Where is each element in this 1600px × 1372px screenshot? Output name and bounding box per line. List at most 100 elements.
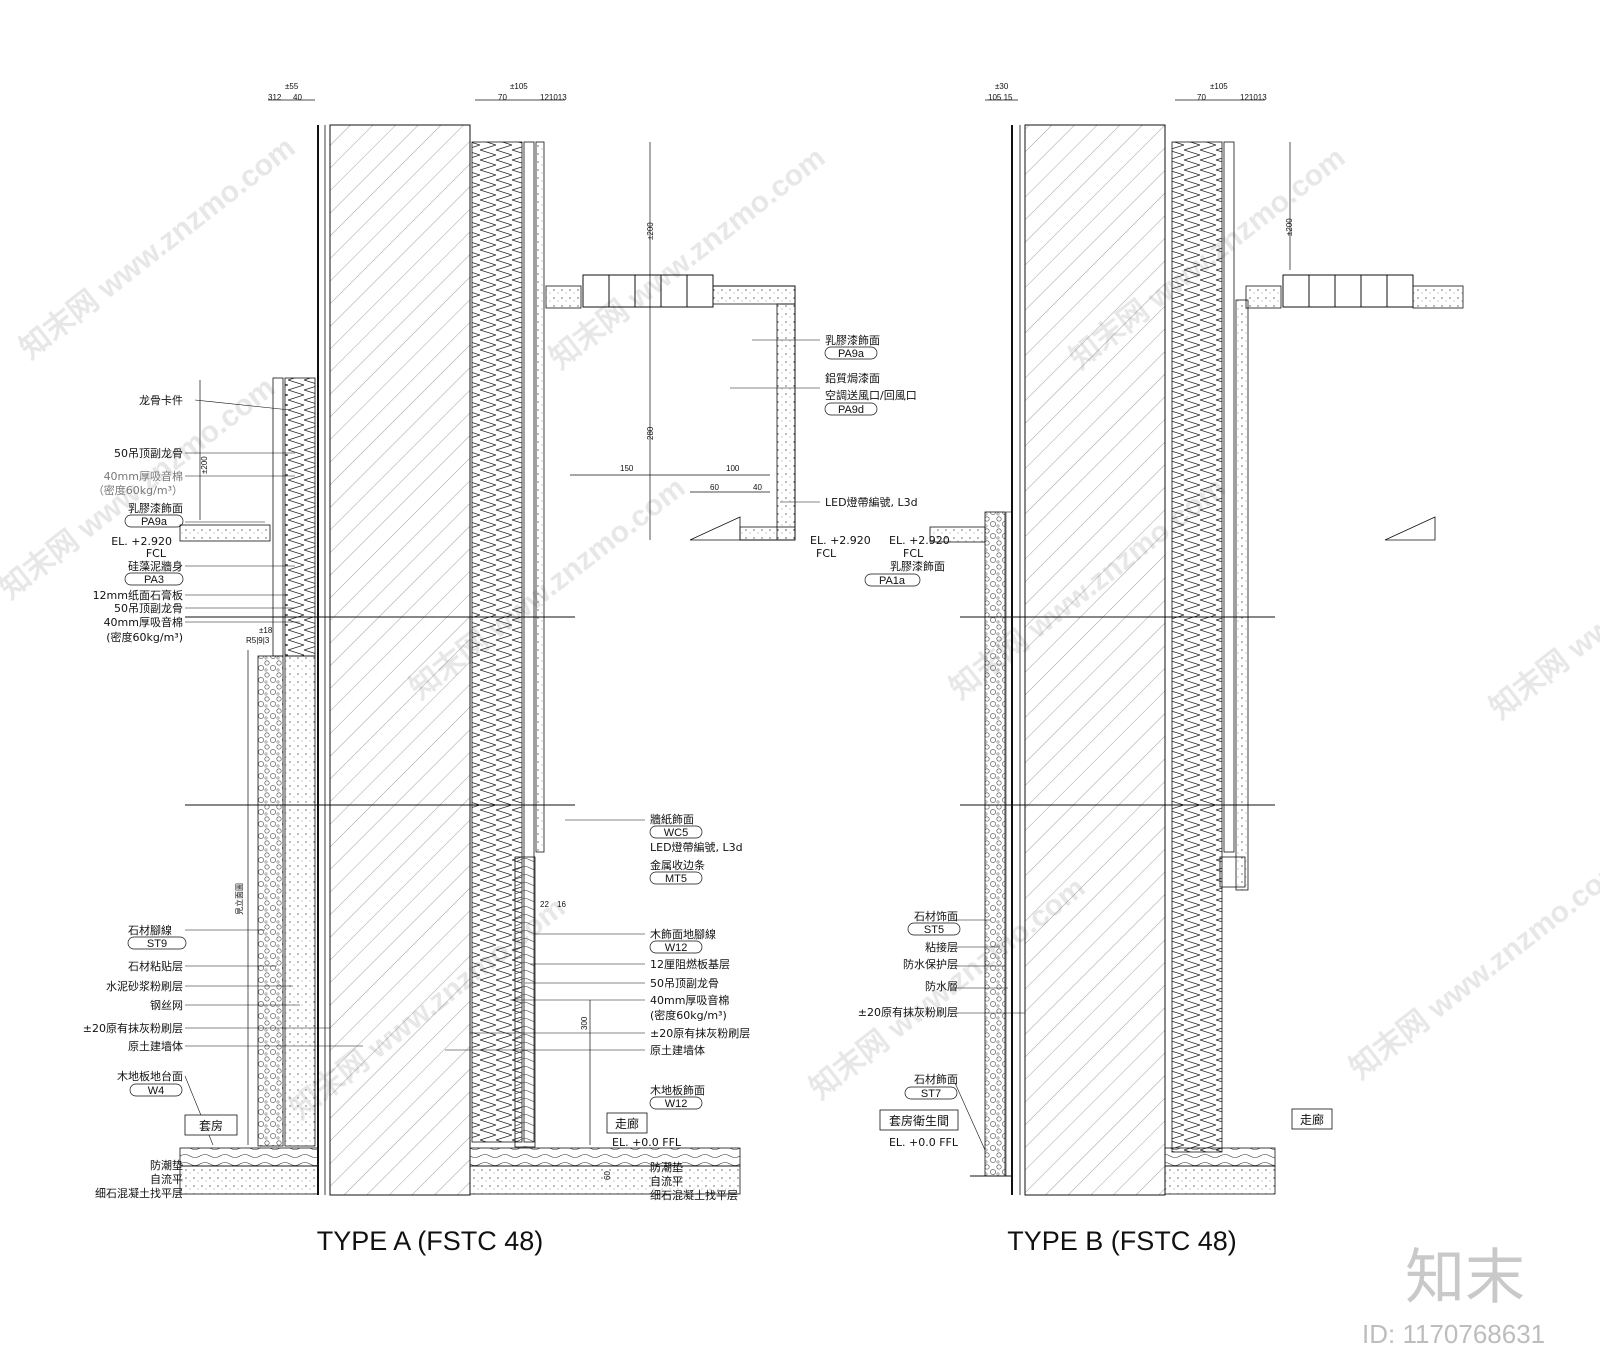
wood-skirting-a: [514, 856, 536, 1148]
stone-wall-a-left: [257, 655, 284, 1147]
structural-wall-a: [329, 124, 471, 1196]
dim-60b: 60: [603, 1171, 612, 1180]
room-suite-bath: 套房衛生間: [889, 1113, 949, 1128]
dim-100: 100: [726, 464, 740, 473]
label-a-r-5: LED燈帶編號, L3d: [825, 495, 918, 509]
dim-b-right-sub2: 121013: [1240, 93, 1267, 102]
labels-type-b-left: EL. +2.920 FCL 乳膠漆飾面 PA1a 石材饰面 ST5 粘接层 防…: [858, 534, 961, 1149]
label-a-l-16: 石材粘贴层: [128, 959, 183, 973]
duct-vent-b: [1282, 274, 1414, 308]
label-a-r-20: 原土建墙体: [650, 1043, 705, 1057]
dim-200b: ±200: [200, 456, 209, 474]
label-a-l-0: 龙骨卡件: [139, 394, 183, 407]
label-b-l-3: PA1a: [879, 575, 906, 587]
watermark-text: 知末网 www.znzmo.com: [1344, 851, 1600, 1086]
dim-200c: ±200: [1285, 218, 1294, 236]
label-a-r-14: W12: [665, 942, 688, 954]
dim-200a: ±200: [646, 222, 655, 240]
dimension-texts: ±55 312 40 ±105 70 121013 ±30 105 15 ±10…: [200, 82, 1294, 1180]
drywall-a-left: [272, 377, 284, 657]
label-a-l-10: 12mm纸面石膏板: [93, 588, 183, 602]
dim-a-left: ±55: [285, 82, 299, 91]
dim-a-right-sub1: 70: [498, 93, 507, 102]
label-a-l-25: 细石混凝土找平层: [95, 1186, 183, 1200]
labels-type-a-left: 龙骨卡件 50吊顶副龙骨 40mm厚吸音棉 （密度60kg/m³） 乳膠漆飾面 …: [83, 394, 187, 1200]
label-a-r-2: 鋁質焗漆面: [825, 371, 880, 385]
dim-r5: R5|9|3: [246, 636, 270, 645]
title-type-b: TYPE B (FSTC 48): [1007, 1226, 1237, 1256]
label-a-r-15: 12厘阻燃板基层: [650, 957, 730, 971]
label-b-l-8: 防水層: [925, 979, 958, 993]
label-a-r-23: EL. +0.0 FFL: [612, 1136, 682, 1149]
label-a-r-19: ±20原有抹灰粉刷层: [650, 1026, 750, 1040]
insulation-a-left: [284, 377, 316, 657]
label-a-r-18: (密度60kg/m³): [650, 1008, 727, 1022]
dim-280: 280: [646, 426, 655, 440]
label-b-l-6: 粘接层: [925, 940, 958, 954]
insulation-b-right: [1171, 141, 1223, 1153]
dim-b-right: ±105: [1210, 82, 1228, 91]
label-b-l-10: 石材飾面: [914, 1072, 958, 1086]
dim-300: 300: [580, 1016, 589, 1030]
dim-60: 60: [710, 483, 719, 492]
structural-wall-b: [1024, 124, 1166, 1196]
watermark-text: 知末网 www.znzmo.com: [14, 131, 301, 366]
label-a-l-11: 50吊顶副龙骨: [114, 602, 183, 615]
label-a-r-6: EL. +2.920: [810, 534, 871, 547]
label-a-r-26: 细石混凝土找平层: [650, 1188, 738, 1202]
ceiling-a-right: [545, 285, 582, 309]
ref-elevation: 見立面圖: [234, 883, 244, 915]
room-corridor-b: 走廊: [1300, 1112, 1324, 1127]
label-a-l-15: ST9: [147, 938, 167, 950]
dim-a-right: ±105: [510, 82, 528, 91]
label-a-l-4: 乳膠漆飾面: [128, 502, 183, 515]
label-a-l-7: FCL: [146, 547, 167, 560]
label-b-l-9: ±20原有抹灰粉刷层: [858, 1005, 958, 1019]
label-a-r-11: 金属收边条: [650, 858, 705, 872]
dim-a-left-sub1: 312: [268, 93, 282, 102]
label-a-r-16: 50吊顶副龙骨: [650, 977, 719, 990]
label-a-r-17: 40mm厚吸音棉: [650, 993, 729, 1007]
label-b-l-11: ST7: [921, 1088, 941, 1100]
brand-logo: 知末: [1405, 1243, 1525, 1313]
label-a-l-24: 自流平: [150, 1172, 183, 1186]
label-b-l-0: EL. +2.920: [889, 534, 950, 547]
room-tags: 套房 走廊 套房衛生間 走廊: [184, 1108, 1333, 1136]
dim-16: 16: [557, 900, 566, 909]
label-a-l-5: PA9a: [141, 516, 168, 528]
label-a-l-3: （密度60kg/m³）: [93, 483, 183, 497]
dim-b-left: ±30: [995, 82, 1009, 91]
ceiling-b-right: [1245, 285, 1282, 309]
label-a-l-17: 水泥砂浆粉刷层: [106, 979, 183, 993]
label-a-l-12: 40mm厚吸音棉: [104, 615, 183, 629]
title-type-a: TYPE A (FSTC 48): [317, 1226, 544, 1256]
label-a-l-2: 40mm厚吸音棉: [104, 469, 183, 483]
label-a-l-1: 50吊顶副龙骨: [114, 447, 183, 460]
label-b-l-5: ST5: [924, 924, 944, 936]
label-a-l-9: PA3: [144, 574, 164, 586]
label-a-l-19: ±20原有抹灰粉刷层: [83, 1021, 183, 1035]
dim-a-left-sub2: 40: [293, 93, 302, 102]
label-a-l-13: (密度60kg/m³): [106, 630, 183, 644]
dim-a-right-sub2: 121013: [540, 93, 567, 102]
label-a-r-9: WC5: [664, 827, 688, 839]
watermark-layer: 知末网 www.znzmo.com 知末网 www.znzmo.com 知末网 …: [0, 131, 1600, 1126]
label-a-r-4: PA9d: [838, 404, 864, 416]
label-a-r-21: 木地板飾面: [650, 1083, 705, 1097]
floor-right-b: [1164, 1147, 1276, 1167]
label-b-l-4: 石材饰面: [914, 909, 958, 923]
label-a-r-0: 乳膠漆飾面: [825, 334, 880, 347]
dim-18: ±18: [259, 626, 273, 635]
type-b-section: [929, 99, 1464, 1196]
label-a-r-1: PA9a: [838, 348, 865, 360]
label-a-r-8: 牆紙飾面: [650, 812, 694, 826]
label-a-l-18: 钢丝网: [150, 999, 183, 1012]
label-b-l-12: EL. +0.0 FFL: [889, 1136, 959, 1149]
brand-id: ID: 1170768631: [1362, 1319, 1545, 1349]
type-a-section: [179, 99, 796, 1196]
labels-type-a-right: 乳膠漆飾面 PA9a 鋁質焗漆面 空調送風口/回風口 PA9d LED燈帶編號,…: [612, 334, 918, 1202]
dim-22: 22: [540, 900, 549, 909]
dim-b-right-sub1: 70: [1197, 93, 1206, 102]
ceiling-b-left: [929, 526, 986, 543]
